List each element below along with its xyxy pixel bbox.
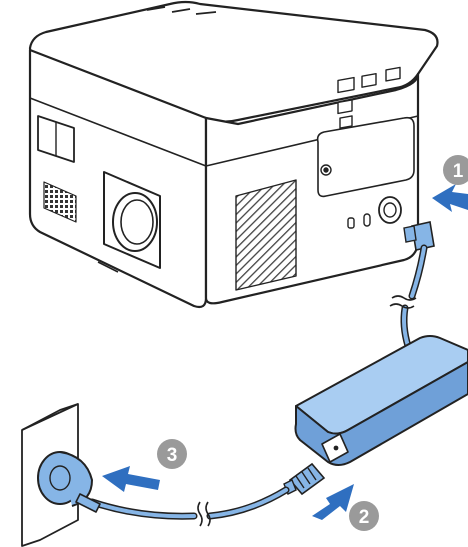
arrow-to-projector (432, 184, 468, 212)
projector-security-slot (348, 218, 354, 228)
ac-adapter-icon (296, 336, 468, 465)
projector-side-vent (236, 180, 296, 290)
step-number-3: 3 (167, 445, 178, 466)
step-marker-3: 3 (157, 439, 187, 469)
step-marker-2: 2 (349, 501, 379, 531)
step-number-1: 1 (453, 161, 464, 182)
step-marker-1: 1 (443, 155, 468, 185)
projector-icon (30, 2, 438, 307)
arrow-to-outlet (102, 466, 160, 492)
step-number-2: 2 (359, 507, 370, 528)
arrow-to-adapter (312, 484, 354, 520)
wall-outlet-icon (22, 404, 100, 546)
